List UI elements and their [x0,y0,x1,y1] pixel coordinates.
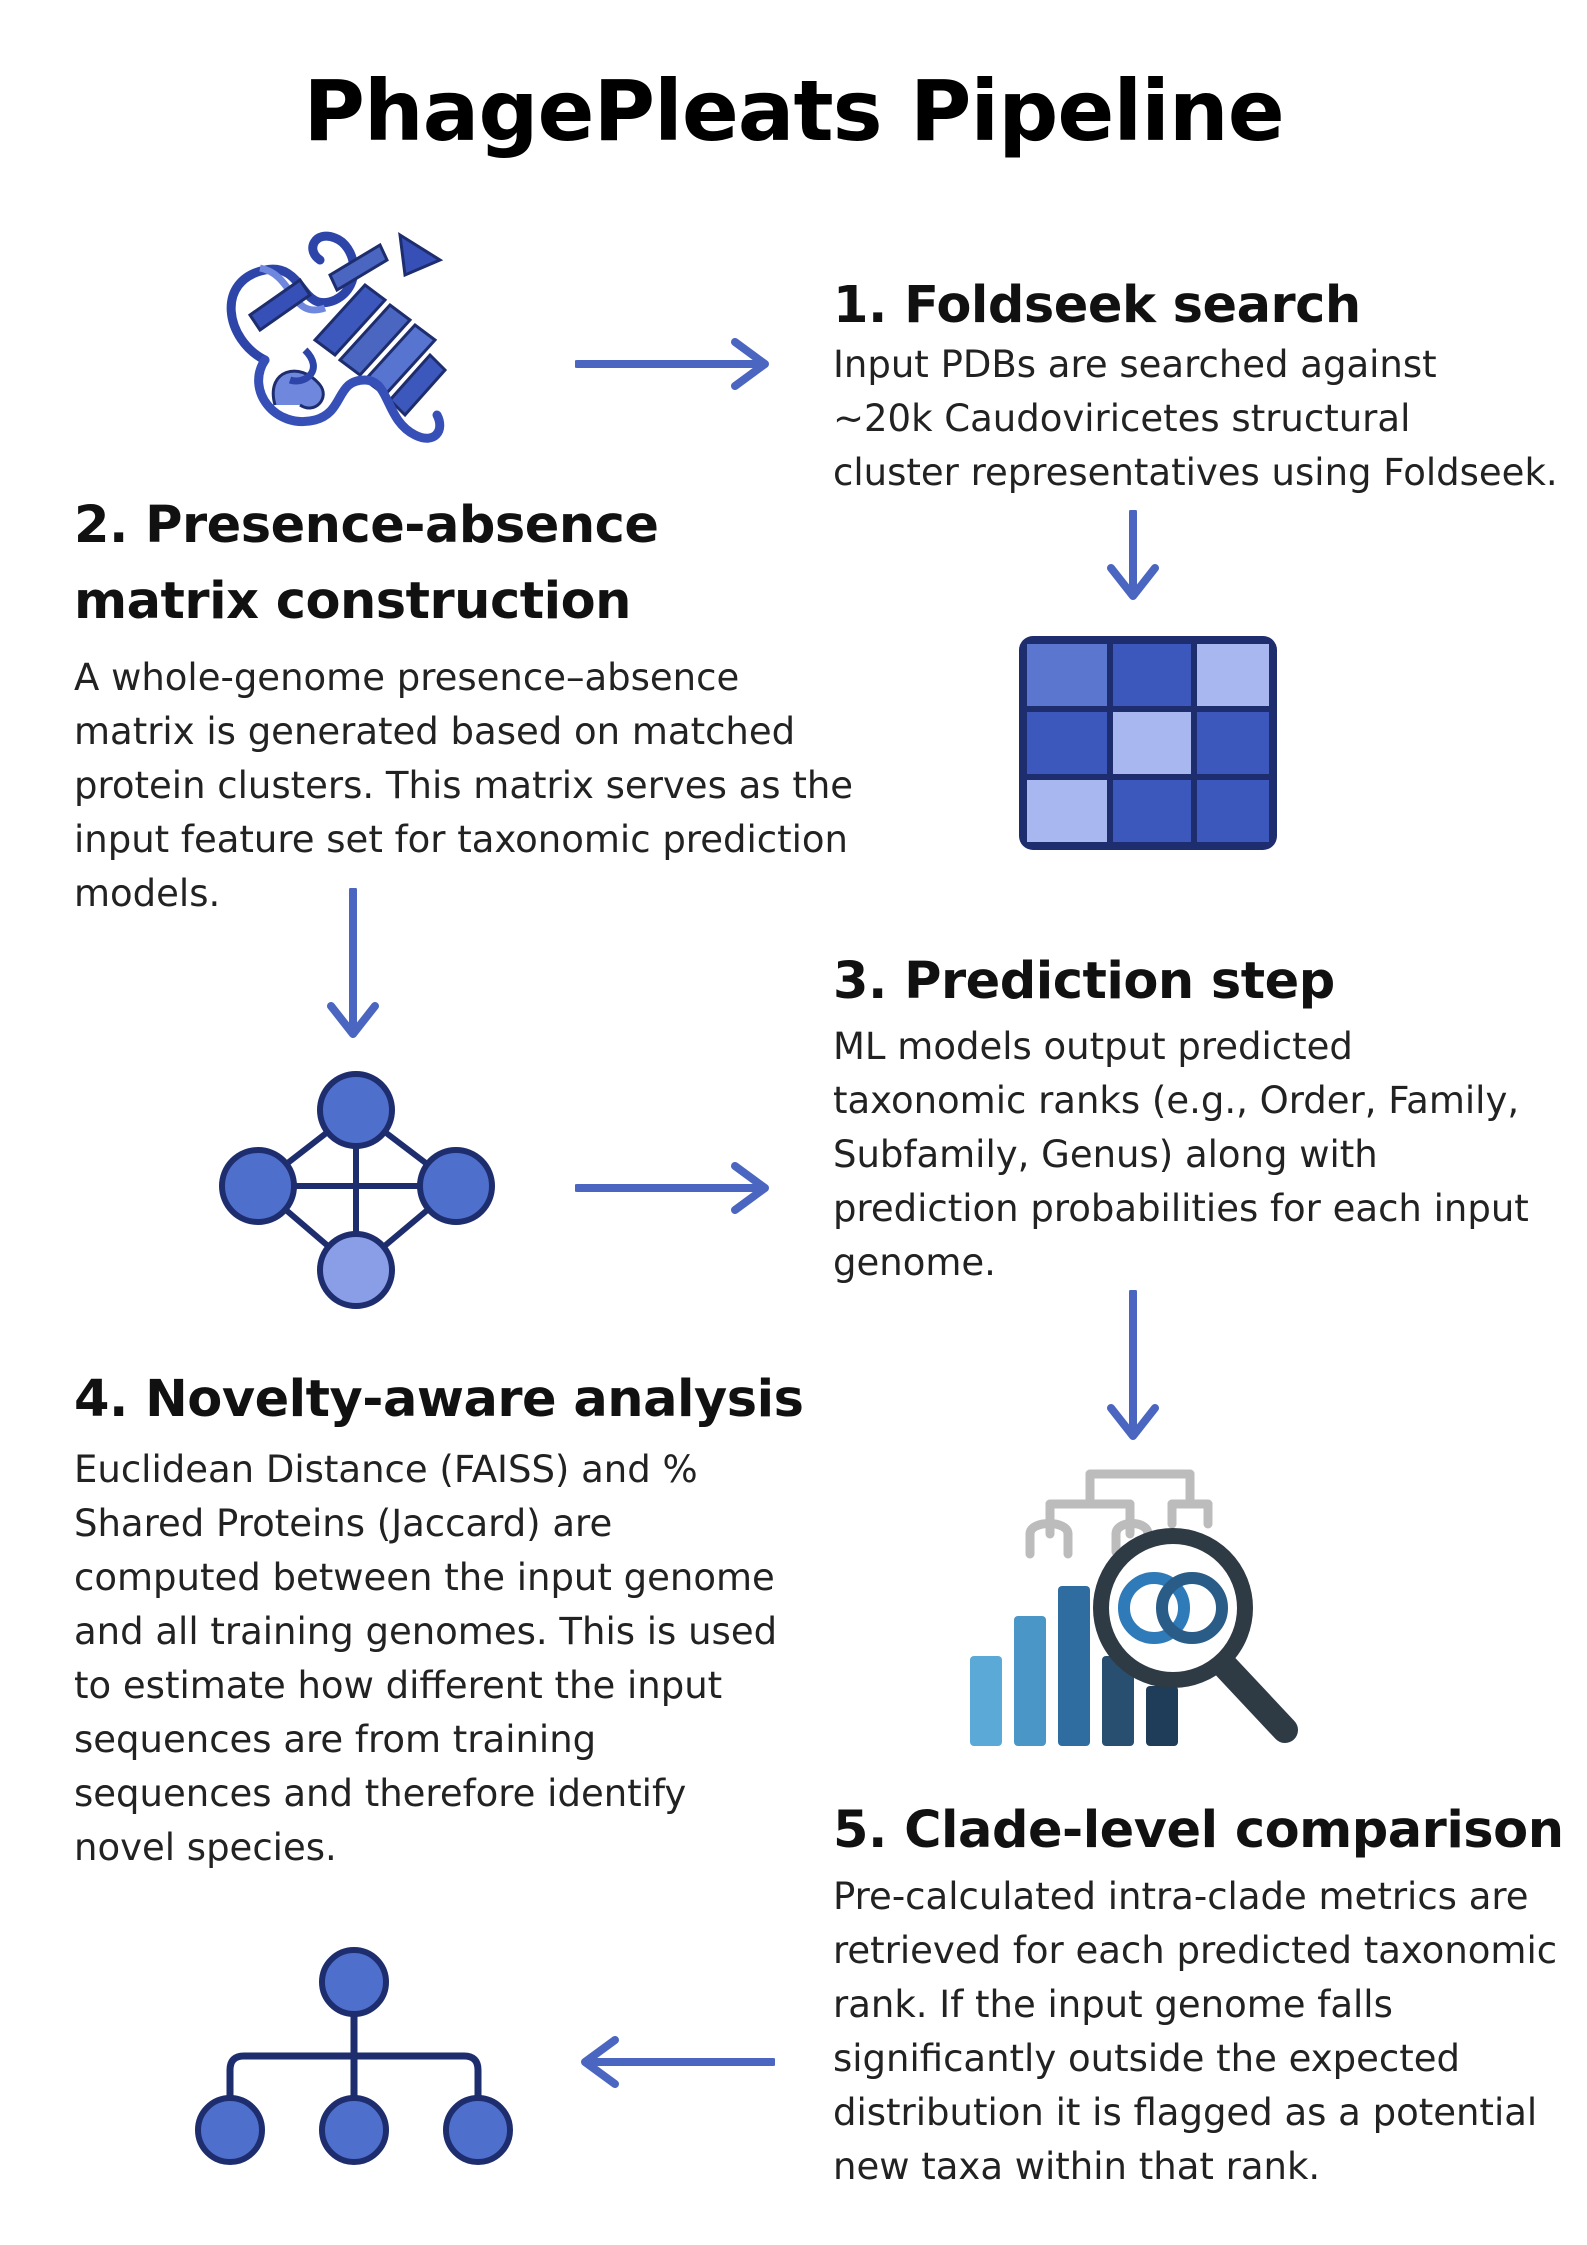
arrow-down-to-matrix [1107,510,1159,600]
step-3-heading: 3. Prediction step [833,952,1335,1011]
step-2-description: A whole-genome presence–absence matrix i… [74,656,854,915]
arrow-left-to-tree [581,2036,775,2088]
step-3-description: ML models output predicted taxonomic ran… [833,1025,1529,1284]
step-4-description: Euclidean Distance (FAISS) and % Shared … [74,1448,778,1869]
step-1-heading: 1. Foldseek search [833,276,1361,335]
dendrogram-magnifier-icon [970,1469,1298,1746]
arrow-down-to-network [327,888,379,1038]
arrow-down-to-analysis [1107,1290,1159,1440]
step-2-heading: 2. Presence-absence matrix construction [74,496,659,631]
step-5-heading: 5. Clade-level comparison [833,1801,1564,1860]
step-4-heading: 4. Novelty-aware analysis [74,1370,804,1429]
arrow-right-to-foldseek [575,338,769,390]
step-5-description: Pre-calculated intra-clade metrics are r… [833,1875,1558,2188]
protein-structure-icon [226,231,448,443]
matrix-grid-icon [1019,636,1277,850]
hierarchy-tree-icon [195,1947,513,2165]
network-graph-icon [219,1071,495,1309]
page-title: PhagePleats Pipeline [303,62,1284,160]
arrow-right-to-prediction [575,1162,769,1214]
step-1-description: Input PDBs are searched against ~20k Cau… [833,343,1558,494]
